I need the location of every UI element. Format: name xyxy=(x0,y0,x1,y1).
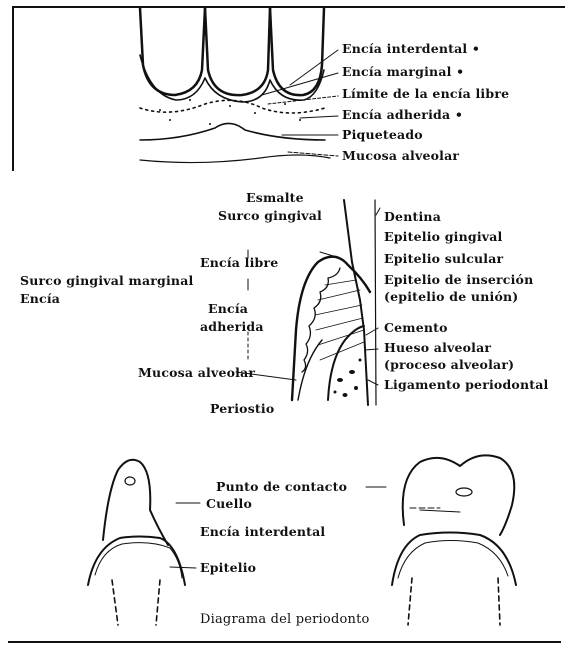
figure-caption: Diagrama del periodonto xyxy=(200,613,370,627)
label-epithelium: Epitelio xyxy=(200,561,256,575)
label-neck: Cuello xyxy=(206,497,252,511)
label-contact-point: Punto de contacto xyxy=(216,480,347,494)
label-interdental-gingiva-bottom: Encía interdental xyxy=(200,525,325,539)
